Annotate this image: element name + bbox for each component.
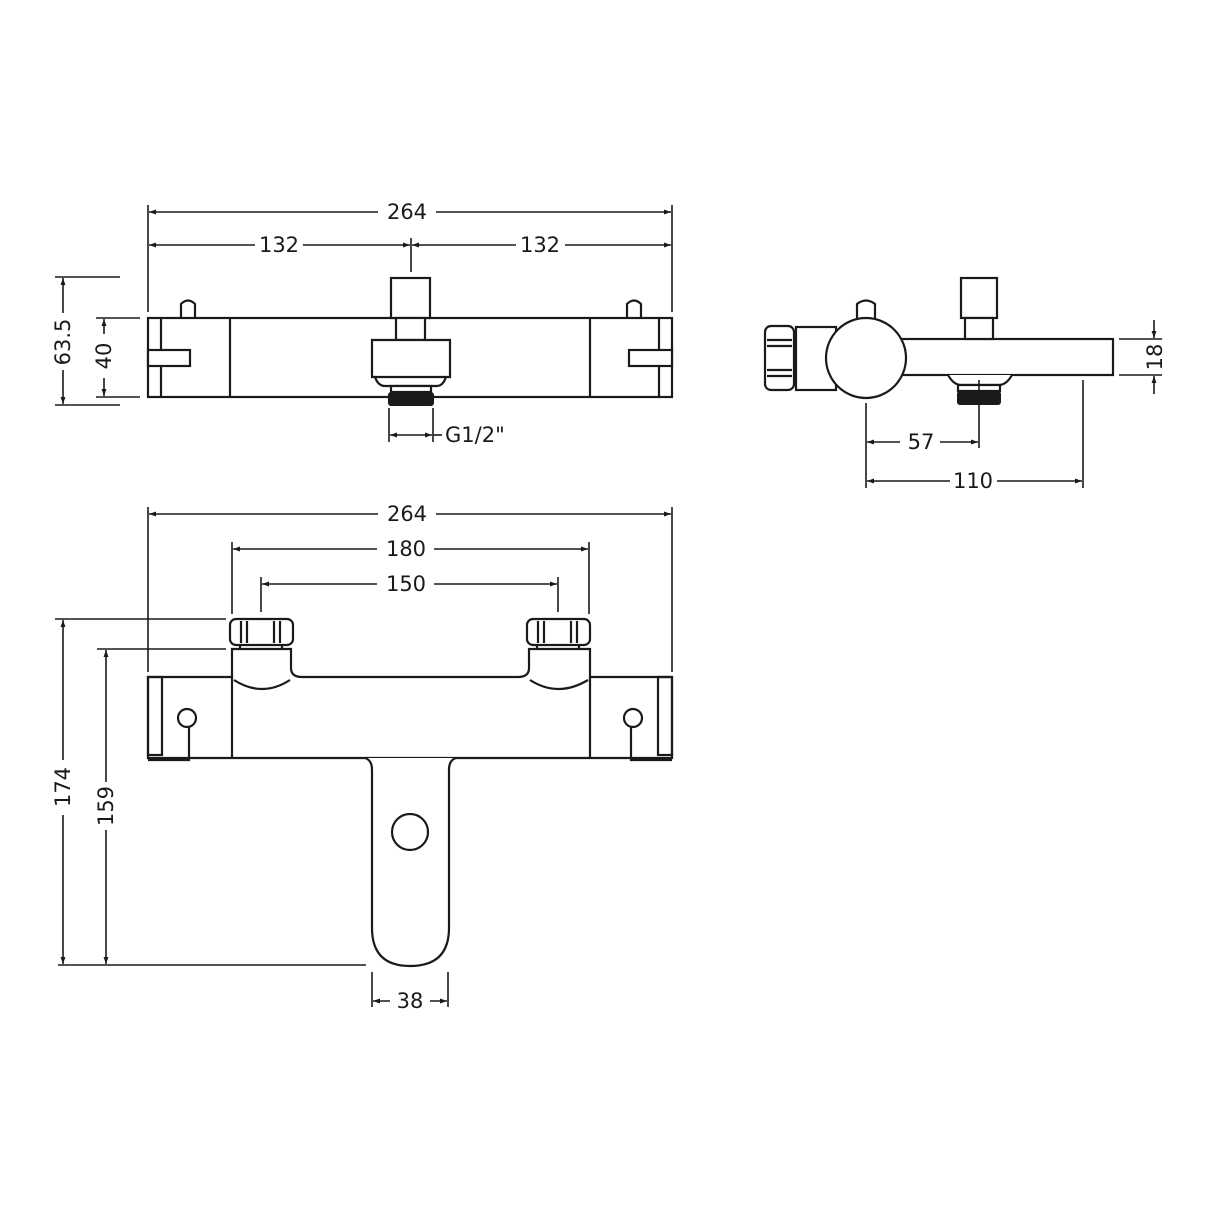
svg-text:40: 40 — [92, 343, 116, 370]
svg-text:57: 57 — [908, 430, 935, 454]
svg-text:132: 132 — [259, 233, 299, 257]
dim-inlet-centres: 150 — [262, 572, 557, 596]
dim-outlet-thread: G1/2" — [390, 423, 505, 447]
svg-text:G1/2": G1/2" — [445, 423, 505, 447]
plan-body — [146, 647, 674, 760]
dim-body-height: 40 — [92, 319, 116, 396]
dim-lever-width: 38 — [373, 989, 447, 1013]
svg-text:174: 174 — [51, 767, 75, 807]
dim-overall-height: 63.5 — [51, 278, 75, 404]
svg-text:18: 18 — [1143, 344, 1167, 371]
dim-overall-depth: 174 — [51, 620, 75, 964]
outlet-assembly — [370, 276, 452, 406]
dim-depth-to-inlet: 159 — [94, 650, 118, 964]
svg-text:180: 180 — [386, 537, 426, 561]
thermostat-body — [824, 316, 908, 400]
front-elevation-view: 264 132 132 63.5 40 — [51, 200, 674, 447]
inlet-nut-left — [228, 617, 295, 649]
dim-plan-overall-width: 264 — [149, 502, 671, 526]
svg-text:159: 159 — [94, 786, 118, 826]
dim-projection: 110 — [867, 469, 1082, 493]
handle-left — [146, 348, 192, 368]
dim-half-right: 132 — [412, 233, 671, 257]
pin-left — [179, 299, 197, 318]
inlet-nut-right — [525, 617, 592, 649]
svg-text:38: 38 — [397, 989, 424, 1013]
svg-text:264: 264 — [387, 502, 427, 526]
svg-text:150: 150 — [386, 572, 426, 596]
dim-half-left: 132 — [149, 233, 410, 257]
dim-inlet-centres-outer: 180 — [233, 537, 588, 561]
hex-nut-side — [763, 324, 796, 392]
lever-hole — [390, 812, 430, 852]
dim-outlet-offset: 57 — [867, 430, 978, 454]
plan-view: 264 180 150 174 159 — [51, 502, 674, 1013]
svg-text:132: 132 — [520, 233, 560, 257]
svg-text:63.5: 63.5 — [51, 319, 75, 366]
dim-label: 264 — [387, 200, 427, 224]
lever-handle — [364, 756, 457, 968]
dim-overall-width-top: 264 — [149, 200, 671, 224]
pin-side — [855, 299, 877, 320]
pin-right — [625, 299, 643, 318]
handle-right — [627, 348, 674, 368]
thread-icon — [388, 392, 434, 406]
spout-bar — [898, 337, 1115, 377]
svg-text:110: 110 — [953, 469, 993, 493]
dim-bar-thickness: 18 — [1143, 320, 1167, 394]
side-elevation-view: 18 57 110 — [763, 276, 1167, 493]
